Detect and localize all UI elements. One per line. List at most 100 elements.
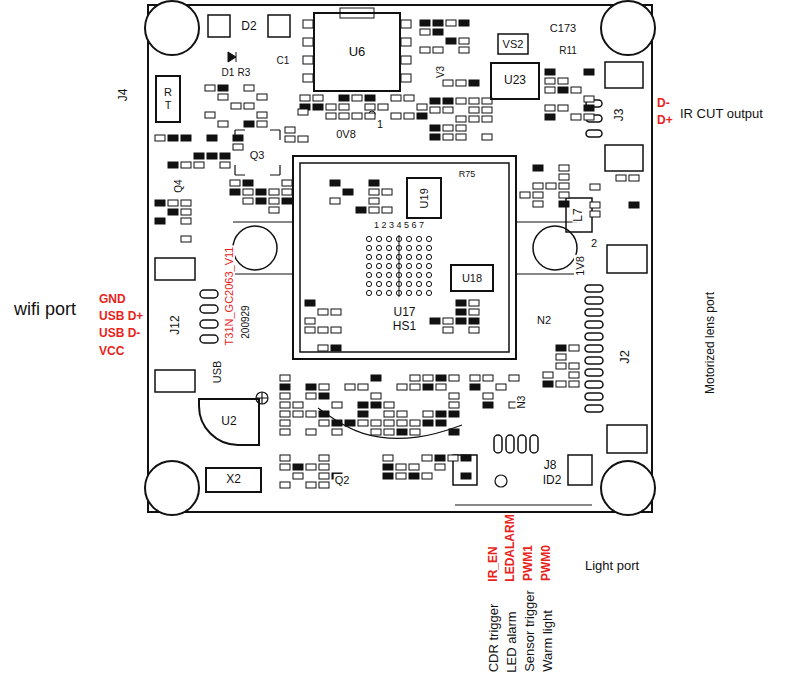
smd-pad — [365, 95, 375, 101]
smd-pad — [391, 95, 401, 101]
smd-pad — [280, 384, 290, 390]
bga-ball — [406, 263, 411, 268]
smd-pad — [383, 464, 393, 470]
bga-ball — [426, 254, 431, 259]
part-designator: J8 — [543, 459, 558, 472]
smd-pad — [384, 420, 394, 426]
smd-pad — [205, 112, 215, 118]
smd-pad — [305, 300, 315, 306]
bga-ball — [386, 272, 391, 277]
smd-pad — [430, 134, 440, 140]
part-designator: 2 — [590, 237, 598, 249]
smd-pad — [433, 29, 443, 35]
smd-pad — [423, 420, 433, 426]
smd-pad — [456, 318, 466, 324]
smd-pad — [556, 363, 566, 369]
smd-pad — [233, 135, 243, 141]
part-designator: N3 — [516, 395, 527, 410]
smd-pad — [410, 420, 420, 426]
smd-pad — [410, 384, 420, 390]
component-outline: U19 — [406, 177, 442, 219]
inductor-outline — [566, 198, 592, 232]
bga-ball — [426, 272, 431, 277]
smd-pad — [155, 200, 165, 206]
smd-pad — [443, 80, 453, 86]
smd-pad — [483, 375, 493, 381]
smd-pad — [243, 180, 253, 186]
smd-pad — [483, 393, 493, 399]
smd-pad — [280, 429, 290, 435]
smd-pad — [243, 189, 253, 195]
smd-pad — [496, 384, 506, 390]
smd-pad — [469, 98, 479, 104]
smd-pad — [410, 375, 420, 381]
bga-ball — [416, 290, 421, 295]
smd-pad — [319, 384, 329, 390]
smd-pad — [293, 464, 303, 470]
bga-ball — [406, 236, 411, 241]
bga-axis — [399, 235, 400, 297]
smd-pad — [306, 393, 316, 399]
smd-pad — [220, 153, 230, 159]
smd-pad — [382, 207, 392, 213]
bga-ball — [426, 281, 431, 286]
smd-pad — [556, 381, 566, 387]
mounting-hole — [145, 1, 199, 55]
bga-ball — [416, 254, 421, 259]
smd-pad — [345, 420, 355, 426]
part-designator: V3 — [435, 65, 446, 79]
sensor-inner-outline — [300, 163, 509, 352]
part-designator: ID2 — [542, 474, 563, 487]
smd-pad — [558, 105, 568, 111]
smd-pad — [436, 375, 446, 381]
smd-pad — [218, 121, 228, 127]
smd-pad — [397, 411, 407, 417]
smd-pad — [590, 184, 600, 190]
smd-pad — [306, 384, 316, 390]
connector-pad — [605, 145, 643, 171]
part-designator: Q3 — [249, 149, 266, 161]
smd-pad — [218, 85, 228, 91]
smd-pad — [449, 393, 459, 399]
ic-pin — [401, 38, 411, 46]
bga-ball — [406, 290, 411, 295]
smd-pad — [326, 104, 336, 110]
smd-pad — [436, 420, 446, 426]
smd-pad — [293, 473, 303, 479]
smd-pad — [305, 327, 315, 333]
smd-pad — [443, 327, 453, 333]
smd-pad — [280, 464, 290, 470]
smd-pad — [298, 109, 308, 115]
smd-pad — [469, 116, 479, 122]
smd-pad — [371, 375, 381, 381]
annotation-text: USB D- — [98, 327, 141, 340]
component-designator: U2 — [221, 415, 236, 429]
smd-pad — [305, 318, 315, 324]
smd-pad — [369, 207, 379, 213]
smd-pad — [293, 411, 303, 417]
smd-pad — [433, 47, 443, 53]
component-designator: R — [164, 86, 172, 99]
smd-pad — [456, 300, 466, 306]
connector-pad — [585, 309, 603, 316]
smd-pad — [456, 80, 466, 86]
bga-ball — [426, 290, 431, 295]
annotation-text: VCC — [98, 345, 125, 358]
smd-pad — [280, 402, 290, 408]
smd-pad — [436, 411, 446, 417]
smd-pad — [469, 327, 479, 333]
connector-pad — [607, 245, 647, 273]
smd-pad — [330, 180, 340, 186]
smd-pad — [433, 20, 443, 26]
smd-pad — [397, 384, 407, 390]
smd-pad — [435, 464, 445, 470]
smd-pad — [409, 473, 419, 479]
smd-pad — [409, 464, 419, 470]
bga-ball — [366, 290, 371, 295]
bga-ball — [426, 263, 431, 268]
smd-pad — [331, 309, 341, 315]
smd-pad — [420, 47, 430, 53]
smd-pad — [300, 95, 310, 101]
smd-pad — [293, 402, 303, 408]
bga-ball — [386, 245, 391, 250]
